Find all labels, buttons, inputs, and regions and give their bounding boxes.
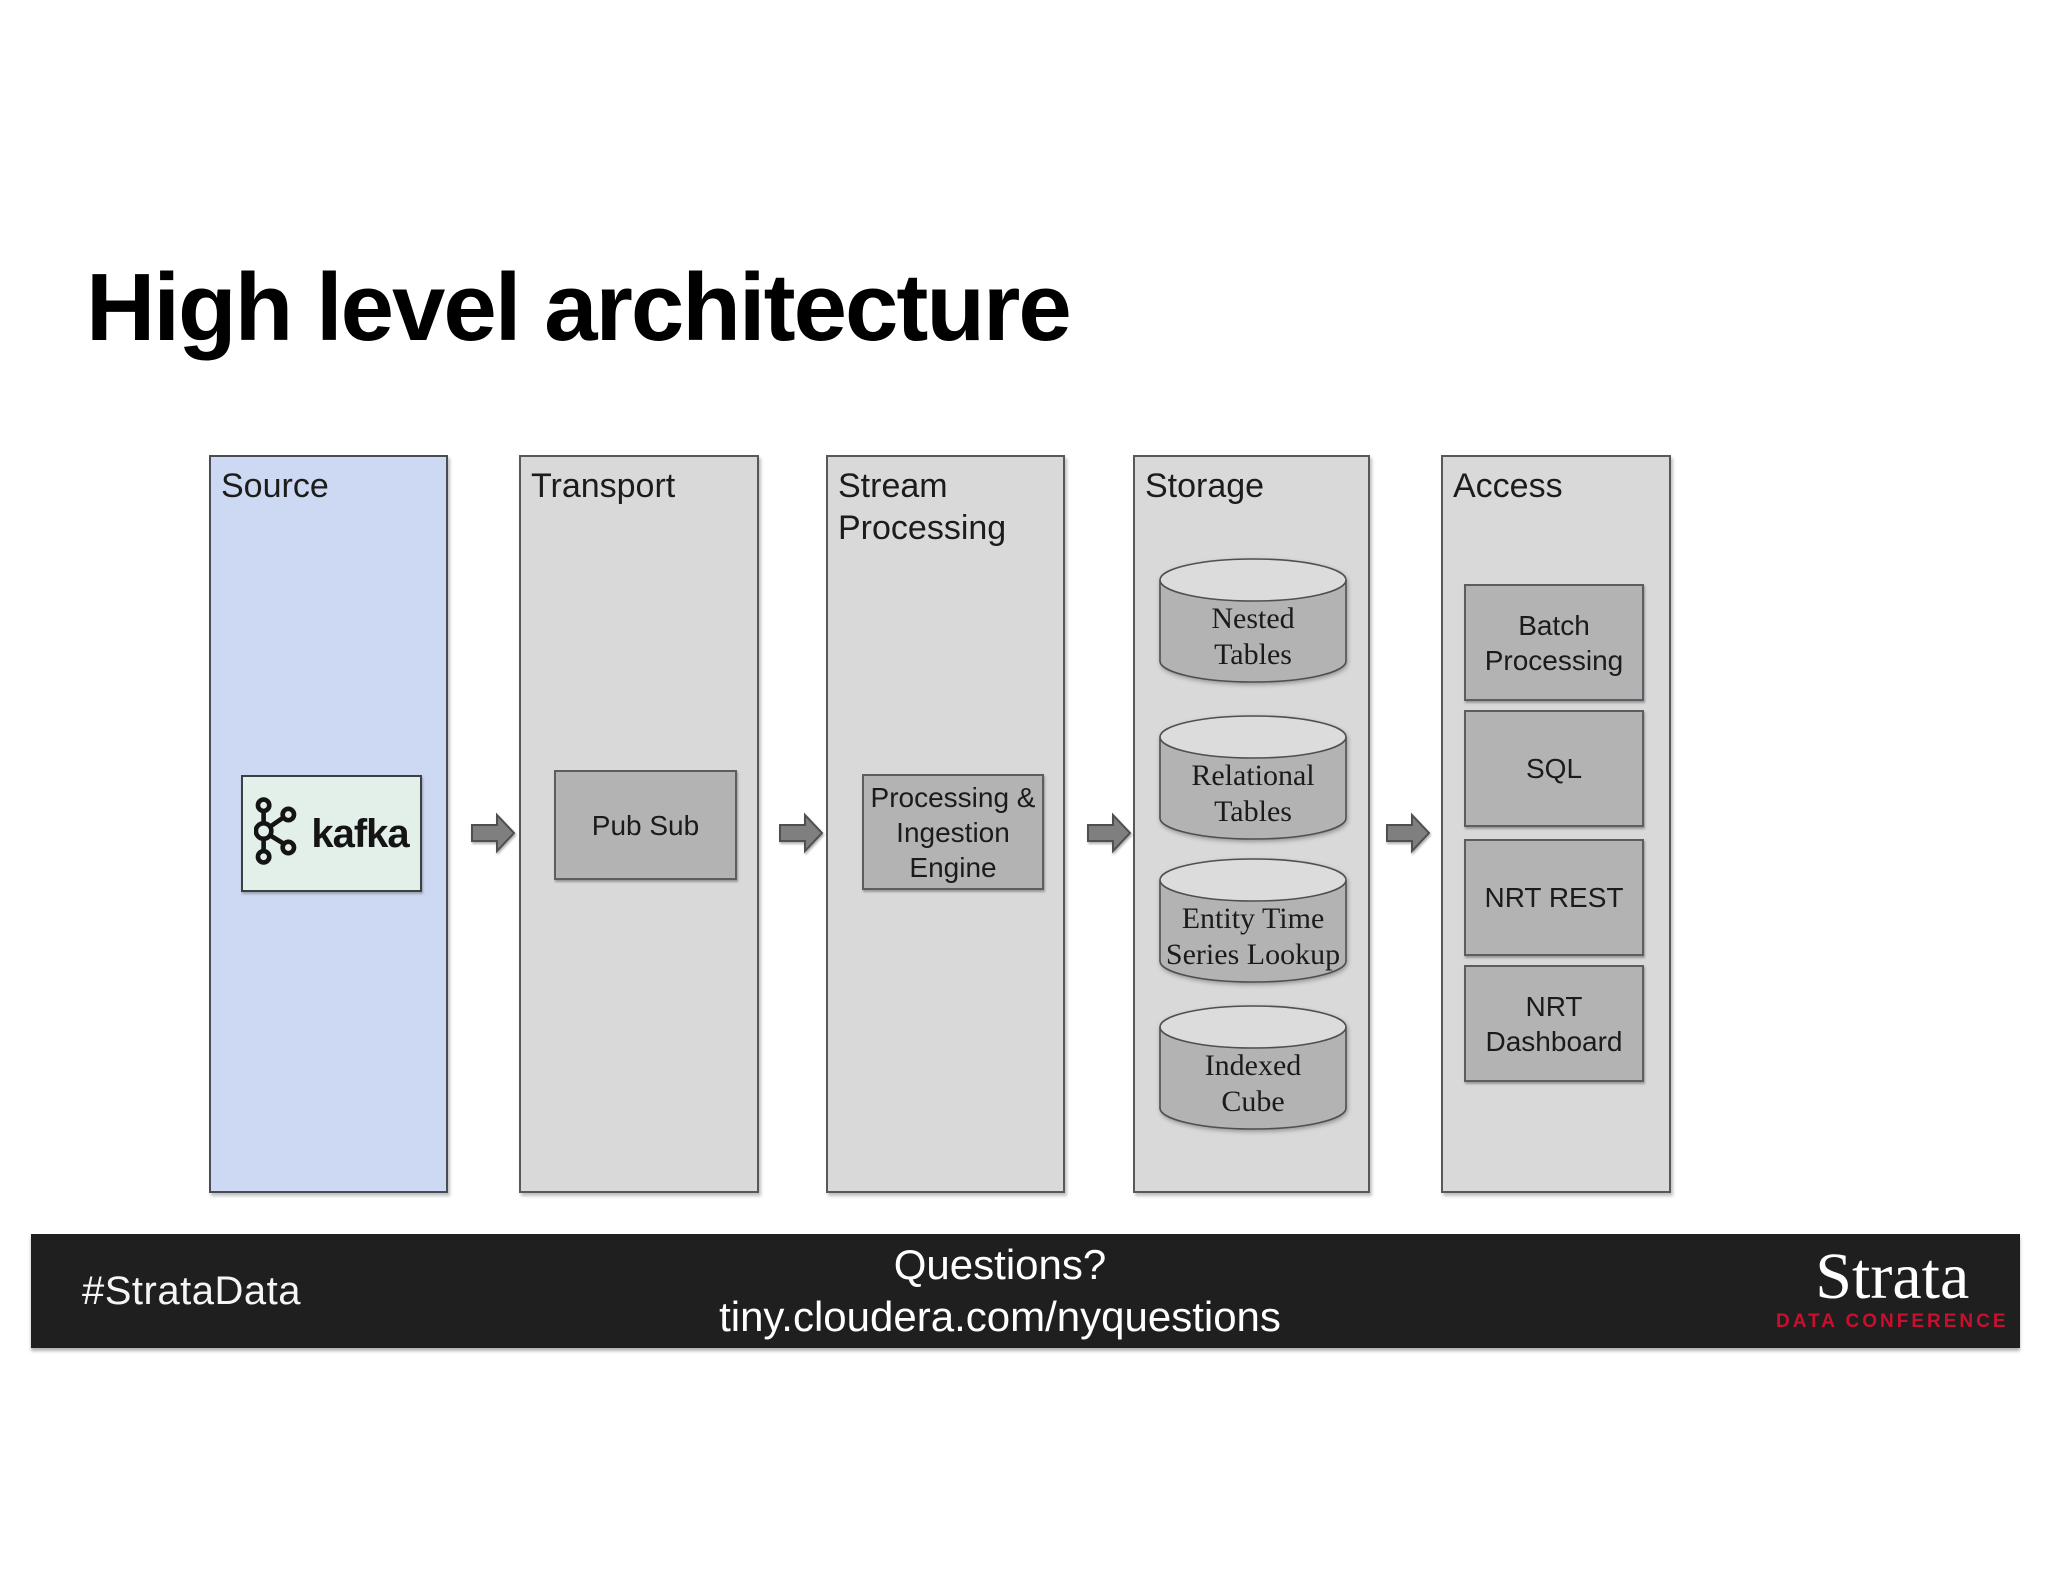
relational-tables-label: Relational Tables: [1191, 759, 1315, 828]
column-storage: Storage Nested Tables Relational Tables: [1133, 455, 1370, 1193]
hashtag-label: #StrataData: [82, 1269, 301, 1313]
column-storage-title: Storage: [1145, 467, 1265, 505]
column-access: Access Batch Processing SQL NRT REST NRT…: [1441, 455, 1671, 1193]
indexed-cube-cylinder: Indexed Cube: [1158, 1004, 1348, 1131]
strata-logo-title: Strata: [1815, 1240, 1970, 1313]
nrt-rest-box: NRT REST: [1464, 839, 1644, 956]
processing-ingestion-engine-box: Processing & Ingestion Engine: [862, 774, 1044, 890]
page-title: High level architecture: [86, 254, 1072, 361]
column-stream-processing-title: Stream Processing: [838, 467, 1007, 547]
column-source-title: Source: [221, 467, 329, 505]
kafka-box: kafka: [241, 775, 422, 892]
flow-arrow-icon: [1086, 812, 1132, 854]
column-transport-title: Transport: [531, 467, 676, 505]
flow-arrow-icon: [778, 812, 824, 854]
flow-arrow-icon: [470, 812, 516, 854]
kafka-label: kafka: [311, 811, 409, 856]
entity-time-series-lookup-label: Entity Time Series Lookup: [1165, 902, 1341, 971]
batch-processing-box: Batch Processing: [1464, 584, 1644, 701]
sql-box: SQL: [1464, 710, 1644, 827]
nested-tables-label: Nested Tables: [1211, 602, 1295, 671]
column-access-title: Access: [1453, 467, 1563, 505]
questions-heading: Questions?: [893, 1241, 1107, 1288]
questions-block: Questions? tiny.cloudera.com/nyquestions: [600, 1239, 1400, 1343]
footer-bar: #StrataData Questions? tiny.cloudera.com…: [31, 1234, 2020, 1348]
indexed-cube-label: Indexed Cube: [1204, 1049, 1302, 1118]
column-transport: Transport Pub Sub: [519, 455, 759, 1193]
strata-logo-subtitle: DATA CONFERENCE: [1776, 1311, 2009, 1332]
nested-tables-cylinder: Nested Tables: [1158, 557, 1348, 684]
pub-sub-box: Pub Sub: [554, 770, 737, 880]
relational-tables-cylinder: Relational Tables: [1158, 714, 1348, 841]
entity-time-series-lookup-cylinder: Entity Time Series Lookup: [1158, 857, 1348, 984]
questions-url: tiny.cloudera.com/nyquestions: [719, 1293, 1281, 1340]
strata-logo: Strata DATA CONFERENCE: [1776, 1244, 2009, 1333]
kafka-logo-icon: [253, 797, 300, 870]
column-source: Source kafka: [209, 455, 448, 1193]
nrt-dashboard-box: NRT Dashboard: [1464, 965, 1644, 1082]
flow-arrow-icon: [1385, 812, 1431, 854]
column-stream-processing: Stream Processing Processing & Ingestion…: [826, 455, 1065, 1193]
